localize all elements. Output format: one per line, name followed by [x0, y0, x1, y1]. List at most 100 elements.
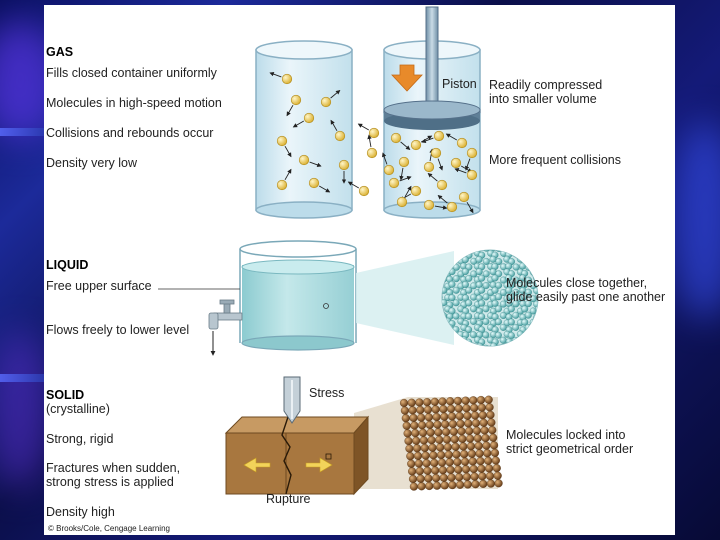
solid-molecule	[432, 481, 442, 490]
rupture-label: Rupture	[266, 492, 311, 506]
liquid-molecule	[524, 311, 532, 319]
solid-molecule	[471, 419, 481, 428]
liquid-molecule	[465, 326, 473, 334]
gas-cylinder-left	[255, 40, 353, 219]
gas-molecule	[433, 130, 445, 142]
gas-molecule	[298, 154, 310, 166]
solid-molecule	[490, 448, 500, 457]
gas-molecule	[458, 191, 470, 203]
piston-label: Piston	[442, 77, 477, 91]
liquid-molecule	[529, 255, 537, 263]
solid-molecule	[435, 435, 444, 444]
liquid-molecule	[465, 299, 473, 307]
solid-molecule	[471, 411, 480, 420]
liquid-molecule	[508, 250, 515, 253]
motion-arrow	[284, 145, 292, 158]
solid-molecule	[422, 459, 431, 468]
solid-molecule	[434, 428, 443, 437]
liquid-molecule	[505, 338, 513, 346]
solid-fracture-line-1: Fractures when sudden,	[46, 461, 181, 475]
liquid-molecule	[469, 317, 477, 325]
solid-molecule	[447, 412, 457, 421]
solid-molecule	[464, 419, 473, 428]
solid-molecule	[476, 457, 485, 466]
liquid-molecule	[448, 280, 456, 288]
solid-molecule	[461, 465, 471, 474]
liquid-molecule	[465, 263, 473, 271]
liquid-molecule	[482, 344, 490, 346]
liquid-molecule	[529, 330, 537, 338]
solid-molecule	[437, 458, 447, 467]
solid-molecule	[417, 482, 426, 491]
liquid-molecule	[478, 274, 486, 282]
liquid-molecule	[512, 300, 520, 308]
liquid-molecule	[495, 293, 503, 301]
liquid-molecule	[482, 250, 490, 252]
motion-arrow	[284, 168, 292, 181]
liquid-molecule	[525, 263, 533, 271]
gas-molecule	[410, 185, 422, 197]
liquid-molecule	[512, 288, 520, 296]
liquid-molecule	[532, 250, 538, 258]
solid-molecule	[425, 420, 434, 429]
motion-arrow	[309, 161, 322, 167]
liquid-molecule	[452, 299, 460, 307]
liquid-molecule	[491, 274, 499, 282]
solid-subheading: (crystalline)	[46, 402, 110, 416]
solid-molecule	[426, 428, 435, 437]
solid-molecule	[479, 479, 488, 488]
liquid-molecule	[507, 293, 515, 301]
liquid-molecule	[462, 342, 470, 346]
solid-molecule	[442, 435, 452, 444]
solid-molecule	[448, 481, 457, 490]
solid-molecule	[433, 420, 442, 429]
solid-molecule	[470, 403, 479, 412]
liquid-molecule	[505, 286, 513, 294]
solid-molecule	[469, 396, 478, 405]
solid-molecule	[418, 421, 427, 430]
gas-molecule	[334, 130, 346, 142]
solid-molecule	[479, 418, 488, 427]
liquid-molecule	[452, 312, 460, 320]
liquid-molecule	[494, 344, 502, 346]
solid-molecule	[424, 474, 433, 483]
liquid-heading: LIQUID	[46, 258, 89, 272]
solid-molecule	[443, 443, 452, 452]
liquid-molecule	[499, 312, 507, 319]
gas-heading: GAS	[46, 45, 74, 59]
solid-molecule	[484, 395, 493, 404]
gas-molecule	[358, 185, 370, 197]
states-of-matter-illustration	[158, 6, 539, 496]
solid-molecules-line-2: strict geometrical order	[506, 442, 634, 456]
motion-arrow	[330, 89, 341, 99]
liquid-molecule	[444, 250, 452, 251]
solid-molecule	[454, 404, 463, 413]
gas-molecule	[423, 199, 435, 211]
motion-arrow	[269, 72, 282, 78]
solid-molecule	[417, 413, 426, 422]
gas-molecule	[290, 94, 302, 106]
gas-molecule	[456, 137, 468, 149]
solid-molecule	[432, 474, 441, 483]
liquid-molecule	[461, 250, 469, 252]
liquid-molecule	[519, 251, 526, 259]
liquid-molecule	[482, 318, 490, 326]
liquid-molecules-line-2: glide easily past one another	[506, 290, 666, 304]
liquid-molecule	[535, 344, 538, 346]
diagram-slide: GAS Fills closed container uniformly Mol…	[44, 5, 675, 535]
solid-molecule	[471, 480, 480, 489]
compression-arrow-icon	[391, 64, 423, 92]
liquid-flows-label: Flows freely to lower level	[46, 323, 190, 337]
solid-molecule	[457, 427, 466, 436]
liquid-molecule	[503, 250, 511, 251]
motion-arrow	[466, 201, 474, 214]
liquid-molecule	[516, 250, 524, 251]
solid-molecule	[493, 471, 502, 480]
solid-molecule	[423, 405, 433, 414]
gas-molecule	[366, 147, 378, 159]
solid-molecule	[472, 426, 481, 435]
liquid-molecule	[442, 293, 443, 301]
solid-molecule	[424, 413, 433, 422]
solid-molecule	[445, 458, 454, 467]
solid-molecule	[454, 465, 463, 474]
